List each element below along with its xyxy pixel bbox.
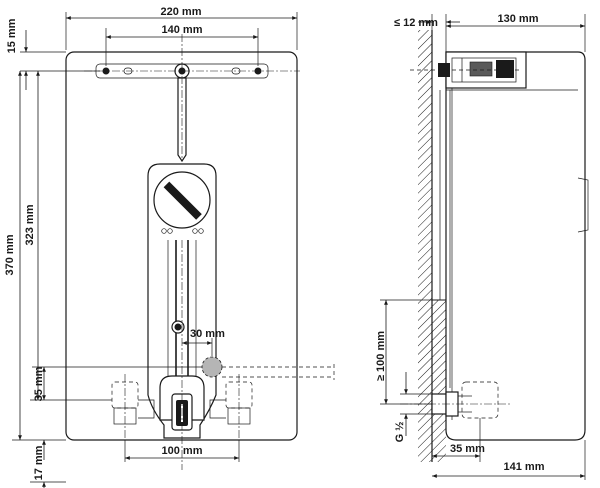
dim-35-front: 35 mm — [33, 366, 45, 401]
front-view: 220 mm 140 mm 15 mm 370 mm 323 mm 35 mm … — [4, 6, 335, 488]
dim-141: 141 mm — [504, 461, 545, 473]
dim-323: 323 mm — [24, 204, 36, 245]
dim-min-100: ≥ 100 mm — [375, 331, 387, 381]
side-housing-outline — [445, 51, 586, 441]
dim-220: 220 mm — [161, 6, 202, 18]
dim-35-side: 35 mm — [450, 443, 485, 455]
dim-140: 140 mm — [162, 24, 203, 36]
side-bracket — [410, 51, 527, 89]
dim-17: 17 mm — [33, 445, 45, 480]
wall-section — [418, 30, 432, 462]
dim-370: 370 mm — [4, 234, 16, 275]
dim-100-front: 100 mm — [162, 445, 203, 457]
side-view: ≤ 12 mm 130 mm ≥ 100 mm G ½ 35 mm 141 mm — [375, 13, 589, 480]
dim-30: 30 mm — [190, 328, 225, 340]
left-water-connector — [111, 374, 155, 440]
cable-entry — [201, 356, 223, 378]
dim-thread-g: G ½ — [394, 422, 406, 443]
dim-130: 130 mm — [498, 13, 539, 25]
dim-15: 15 mm — [6, 18, 18, 53]
right-water-connector — [209, 374, 253, 440]
dim-wall-12: ≤ 12 mm — [394, 17, 438, 29]
